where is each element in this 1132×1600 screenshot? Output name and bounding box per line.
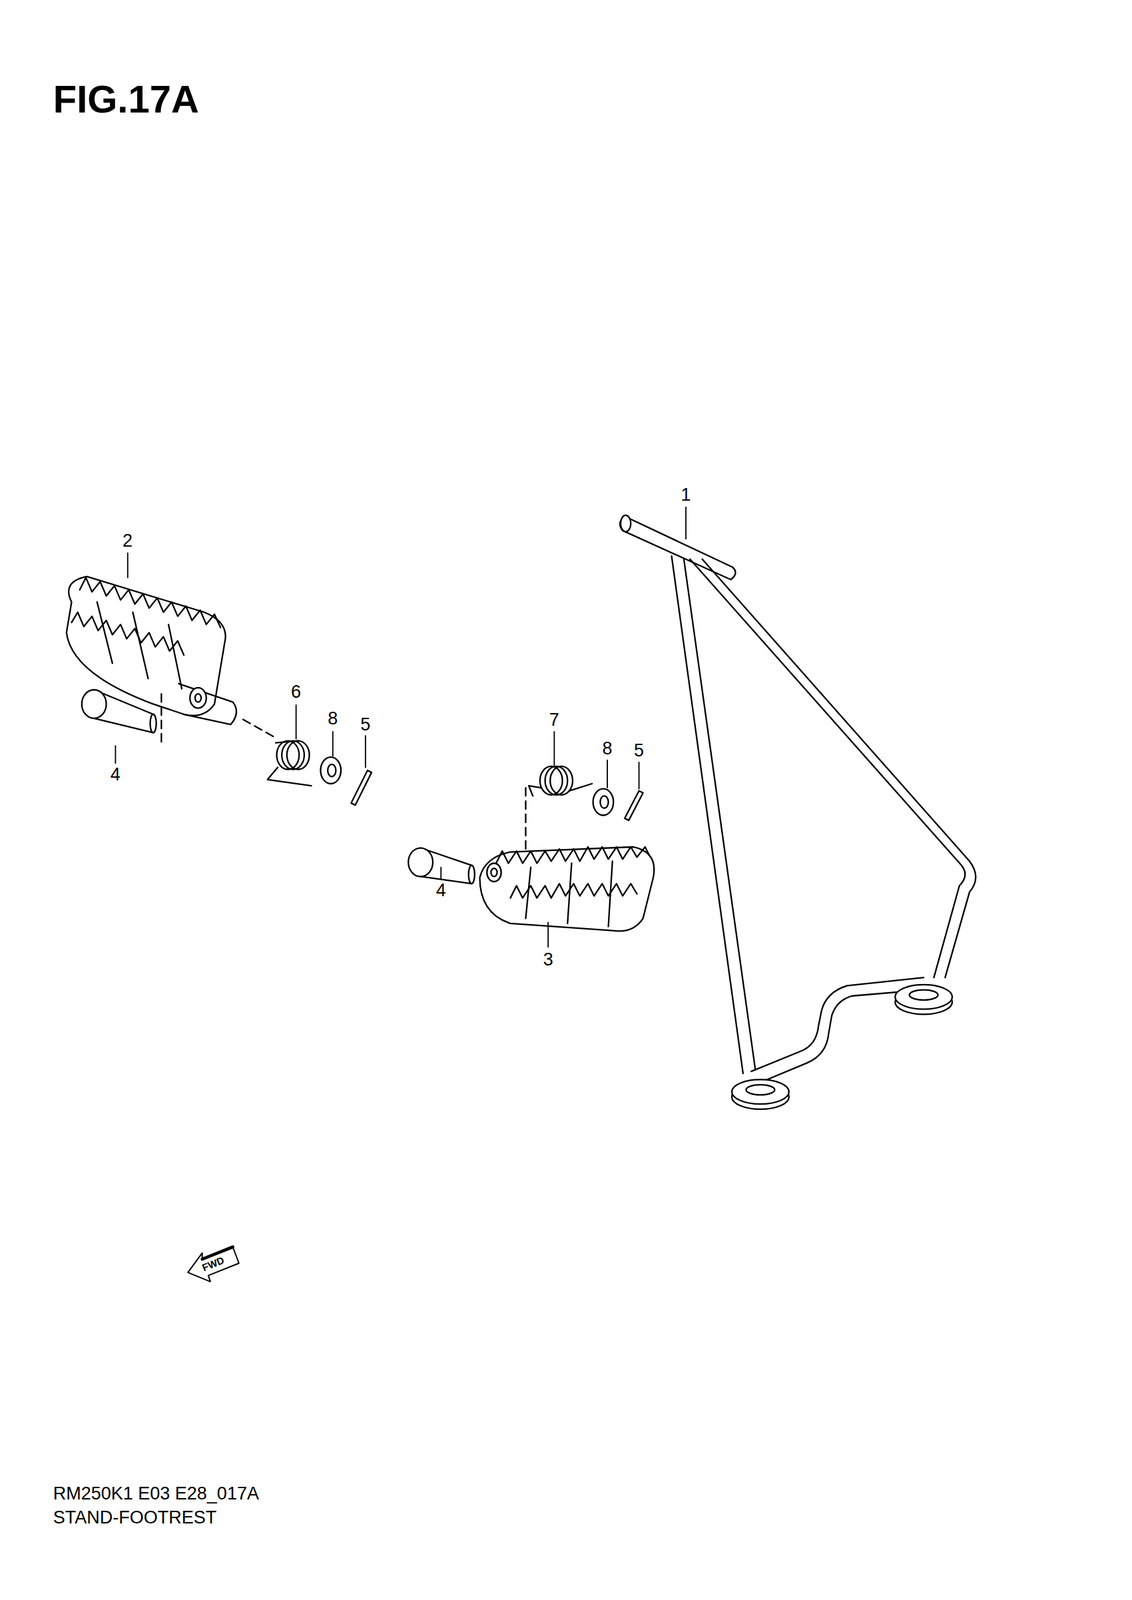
callout-number: 5 <box>360 715 371 734</box>
washer <box>320 757 341 784</box>
callout-number: 5 <box>633 741 644 760</box>
callout-number: 7 <box>549 710 560 729</box>
washer <box>593 789 614 816</box>
leader-lines <box>115 507 686 948</box>
figure-code: RM250K1 E03 E28_017A <box>53 1484 260 1503</box>
callout-number: 2 <box>122 532 133 551</box>
callout-number: 1 <box>681 486 692 505</box>
footrest-right <box>480 847 655 931</box>
callout-number: 6 <box>290 683 301 702</box>
callout-number: 8 <box>327 709 338 728</box>
stand <box>619 515 976 1110</box>
cotter-pin <box>350 770 372 806</box>
callout-number: 4 <box>110 765 121 784</box>
footrest-left <box>66 576 237 748</box>
fwd-arrow <box>187 1247 240 1282</box>
cotter-pin <box>624 791 644 821</box>
pin-right <box>408 848 475 885</box>
spring <box>243 719 312 786</box>
callout-number: 3 <box>543 950 554 969</box>
callout-number: 4 <box>436 880 447 899</box>
callout-number: 8 <box>602 739 613 758</box>
figure-title: FIG.17A <box>53 79 200 119</box>
pin-left <box>81 689 157 733</box>
spring <box>525 766 592 857</box>
figure-caption: STAND-FOOTREST <box>53 1508 218 1527</box>
